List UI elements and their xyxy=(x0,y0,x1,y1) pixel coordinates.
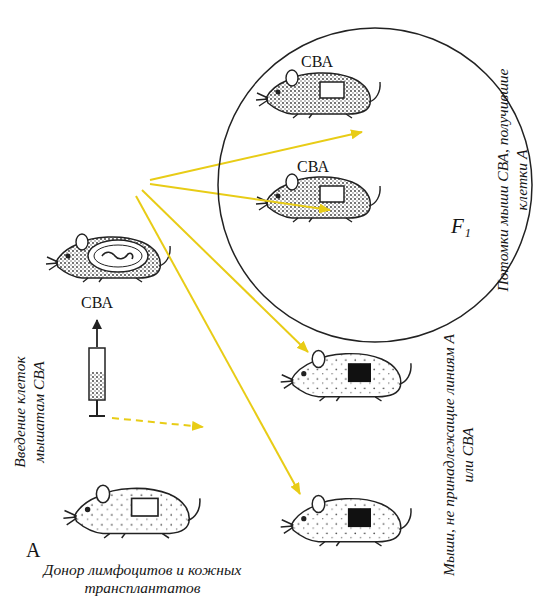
group-caption: Потомки мыши СВА, получившие клетки А xyxy=(493,55,531,305)
other-mouse xyxy=(281,351,411,401)
other-mouse xyxy=(281,496,411,546)
transfer-arrows xyxy=(112,132,362,494)
mouse-box: СВА xyxy=(260,50,390,115)
strain-label: СВА xyxy=(282,52,352,72)
cba-mouse xyxy=(256,70,380,118)
offspring-circle: F₁ Потомки мыши СВА, получившие клетки А С… xyxy=(217,27,533,343)
syringe xyxy=(89,320,105,416)
donor-mouse xyxy=(63,485,200,538)
injection-caption: Введение клеток мышатам СВА xyxy=(10,332,48,492)
generation-label: F₁ xyxy=(451,213,471,239)
donor-caption: Донор лимфоцитов и кожных трансплантатов xyxy=(0,561,285,597)
strain-label: А xyxy=(26,538,40,563)
strain-label: СВА xyxy=(72,293,122,313)
circle-outline xyxy=(217,27,533,343)
mother-mouse xyxy=(46,234,170,282)
donor-box: АДонор лимфоцитов и кожных трансплантато… xyxy=(0,465,290,599)
strain-label: СВА xyxy=(278,157,348,177)
mouse-box: СВА xyxy=(260,155,390,220)
group-caption: Мыши, не принадлежащие линиям А или СВА xyxy=(439,325,477,585)
cba-mouse xyxy=(256,174,380,222)
